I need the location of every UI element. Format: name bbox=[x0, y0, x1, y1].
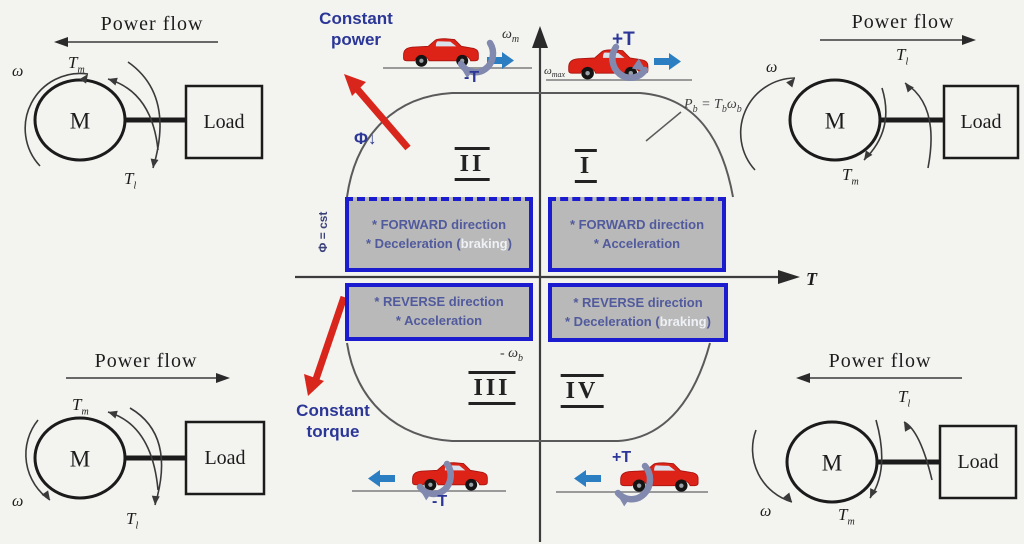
tl-label-bottom-left: Tl bbox=[126, 509, 139, 532]
torque-axis-label: T bbox=[806, 269, 817, 289]
q3-line1: * REVERSE direction bbox=[374, 294, 504, 310]
load-label-top-right: Load bbox=[960, 111, 1002, 133]
speed-axis-arrowhead bbox=[532, 26, 548, 48]
motor-label-bottom-left: M bbox=[69, 446, 91, 472]
constant-torque-label: Constant torque bbox=[296, 401, 370, 442]
quadrant4-operation-box: * REVERSE direction * Deceleration (brak… bbox=[548, 283, 728, 342]
car-q1-torque-label: +T bbox=[612, 29, 635, 50]
motor-load-top-left bbox=[24, 41, 264, 169]
power-flow-arrowhead-bottom-right bbox=[796, 373, 810, 383]
constant-power-arrow bbox=[344, 74, 411, 151]
car-q2 bbox=[403, 38, 479, 68]
power-flow-arrowhead-top-left bbox=[54, 37, 68, 47]
flux-constant-label: Φ = cst bbox=[316, 211, 330, 253]
negative-omega-b-tick-label: - ωb bbox=[500, 346, 524, 364]
tm-label-bottom-left: Tm bbox=[72, 395, 89, 418]
quadrant2-operation-box: * FORWARD direction * Deceleration (brak… bbox=[345, 197, 533, 272]
quadrant3-operation-box: * REVERSE direction * Acceleration bbox=[345, 283, 533, 341]
motor-label-top-right: M bbox=[824, 108, 846, 134]
load-label-bottom-left: Load bbox=[204, 447, 246, 469]
motor-load-bottom-right bbox=[751, 377, 1018, 504]
constant-torque-arrow bbox=[304, 295, 348, 396]
quadrant4-numeral: IV bbox=[560, 374, 604, 408]
motion-arrow-left-q4 bbox=[574, 470, 601, 487]
quadrant1-numeral: I bbox=[574, 149, 598, 183]
omega-label-top-left: ω bbox=[12, 63, 24, 80]
car-scene-q2 bbox=[383, 38, 532, 79]
power-equation-pointer bbox=[645, 111, 682, 142]
tm-label-top-left: Tm bbox=[68, 53, 85, 76]
car-scene-q3 bbox=[352, 460, 506, 501]
tl-label-bottom-right: Tl bbox=[898, 387, 911, 410]
q3-line2: * Acceleration bbox=[395, 313, 483, 328]
omega-max-tick-label: ωmax bbox=[544, 65, 566, 80]
motor-label-top-left: M bbox=[69, 108, 91, 134]
q2-braking-highlight: braking bbox=[460, 235, 508, 251]
motion-arrow-left-q3 bbox=[368, 470, 395, 487]
q4-line2: * Deceleration (braking) bbox=[565, 313, 711, 329]
motor-label-bottom-right: M bbox=[821, 450, 843, 476]
rated-power-equation: Pb = Tbωb bbox=[684, 97, 742, 115]
q1-line2: * Acceleration bbox=[593, 235, 681, 251]
motor-load-top-right bbox=[739, 39, 1020, 171]
q4-braking-highlight: braking bbox=[659, 313, 707, 329]
quadrant2-numeral: II bbox=[454, 147, 490, 181]
q1-line1: * FORWARD direction bbox=[569, 216, 705, 232]
car-scene-q1 bbox=[546, 43, 692, 81]
power-flow-label-top-left: Power flow bbox=[100, 13, 204, 35]
flux-weakening-label: Φ↓ bbox=[354, 129, 377, 148]
power-flow-arrowhead-bottom-left bbox=[216, 373, 230, 383]
q4-line1: * REVERSE direction bbox=[573, 294, 703, 310]
omega-label-bottom-right: ω bbox=[760, 503, 772, 520]
car-scene-q4 bbox=[556, 462, 708, 507]
motion-arrow-right-q1 bbox=[654, 53, 681, 70]
omega-label-bottom-left: ω bbox=[12, 493, 24, 510]
speed-axis-label: ωm bbox=[502, 27, 520, 45]
tm-label-bottom-right: Tm bbox=[838, 505, 855, 528]
car-q2-torque-label: -T bbox=[464, 69, 480, 86]
load-label-top-left: Load bbox=[203, 111, 245, 133]
motor-load-bottom-left bbox=[25, 377, 266, 506]
power-flow-label-bottom-right: Power flow bbox=[828, 350, 932, 372]
quadrant1-operation-box: * FORWARD direction * Acceleration bbox=[548, 197, 726, 272]
tl-label-top-right: Tl bbox=[896, 45, 909, 68]
torque-axis-arrowhead bbox=[778, 270, 800, 284]
constant-power-label: Constant power bbox=[319, 9, 393, 50]
upper-capability-curve bbox=[346, 92, 734, 198]
power-flow-label-bottom-left: Power flow bbox=[94, 350, 198, 372]
load-label-bottom-right: Load bbox=[957, 451, 999, 473]
tl-label-top-left: Tl bbox=[124, 169, 137, 192]
car-q4 bbox=[620, 462, 699, 493]
q2-line1: * FORWARD direction bbox=[371, 216, 507, 232]
power-flow-label-top-right: Power flow bbox=[851, 11, 955, 33]
car-q3-torque-label: -T bbox=[432, 493, 448, 510]
quadrant3-numeral: III bbox=[468, 371, 516, 405]
torque-curl-q1 bbox=[609, 43, 649, 81]
lower-capability-curve bbox=[346, 342, 711, 442]
power-flow-arrowhead-top-right bbox=[962, 35, 976, 45]
omega-label-top-right: ω bbox=[766, 59, 778, 76]
car-q4-torque-label: +T bbox=[612, 449, 632, 466]
tm-label-top-right: Tm bbox=[842, 165, 859, 188]
q2-line2: * Deceleration (braking) bbox=[366, 235, 512, 251]
